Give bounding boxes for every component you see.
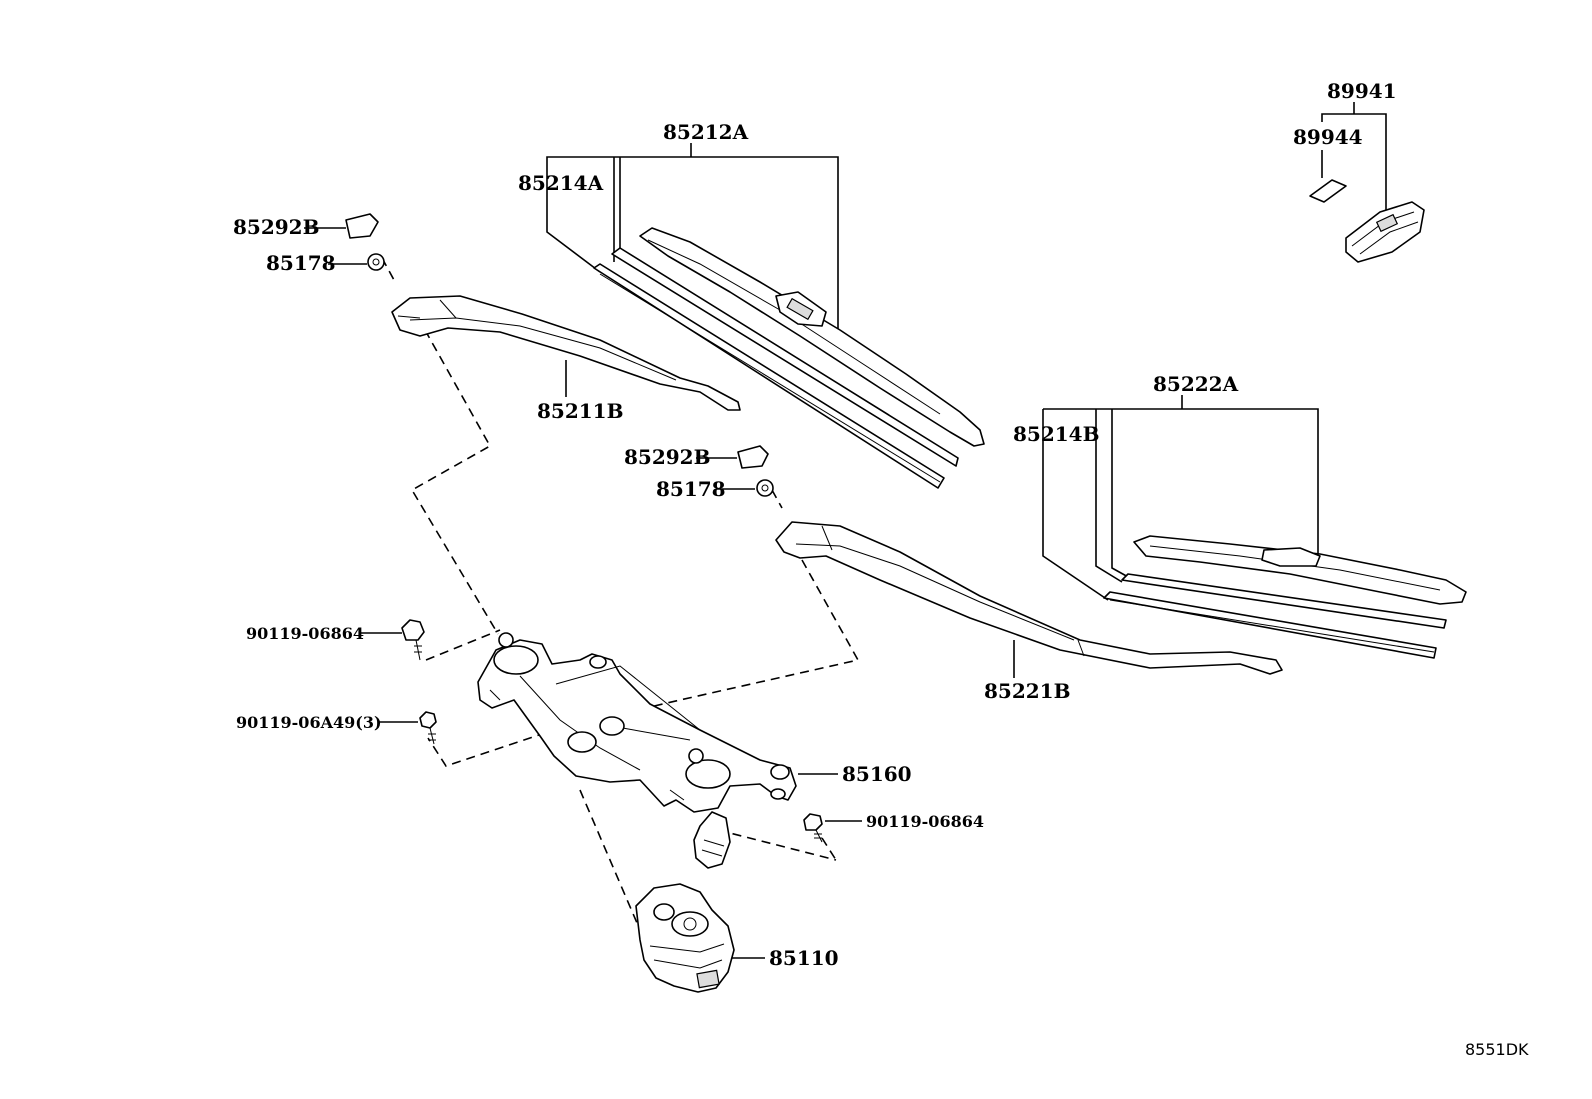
leader-89941 bbox=[1321, 102, 1387, 212]
leader-85222A bbox=[1042, 395, 1319, 601]
assembly-dashed-lines bbox=[381, 257, 860, 931]
part-85160-linkage bbox=[477, 632, 797, 813]
part-85214B-refill bbox=[1103, 591, 1437, 659]
label-85214A: 85214A bbox=[518, 171, 604, 195]
part-85292B-cap-right bbox=[737, 445, 769, 469]
part-85292B-cap-left bbox=[345, 213, 379, 239]
part-85212A-blade bbox=[611, 227, 985, 467]
label-85214B: 85214B bbox=[1013, 422, 1099, 446]
label-85212A: 85212A bbox=[663, 120, 749, 144]
part-motor-crank bbox=[693, 811, 731, 869]
part-85178-nut-left bbox=[367, 253, 385, 271]
part-85221B-arm bbox=[775, 521, 1283, 675]
label-90119-06A49: 90119-06A49(3) bbox=[236, 713, 382, 732]
label-85292B-right: 85292B bbox=[624, 445, 710, 469]
part-bolt-90119-06864-right bbox=[803, 813, 823, 843]
label-85178-left: 85178 bbox=[266, 251, 336, 275]
label-85221B: 85221B bbox=[984, 679, 1070, 703]
diagram-code: 8551DK bbox=[1465, 1040, 1529, 1059]
label-90119-06864-left: 90119-06864 bbox=[246, 624, 364, 643]
label-85222A: 85222A bbox=[1153, 372, 1239, 396]
part-85222A-blade bbox=[1121, 535, 1467, 629]
part-85214A-refill bbox=[593, 263, 945, 489]
part-85110-motor bbox=[635, 883, 735, 993]
label-89944: 89944 bbox=[1293, 125, 1363, 149]
part-85178-nut-right bbox=[756, 479, 774, 497]
label-85211B: 85211B bbox=[537, 399, 623, 423]
label-85110: 85110 bbox=[769, 946, 839, 970]
part-89941-sensor bbox=[1309, 179, 1425, 263]
label-85178-right: 85178 bbox=[656, 477, 726, 501]
part-85211B-arm bbox=[391, 295, 741, 411]
leader-85212A bbox=[546, 143, 839, 332]
label-85160: 85160 bbox=[842, 762, 912, 786]
label-90119-06864-right: 90119-06864 bbox=[866, 812, 984, 831]
label-85292B-left: 85292B bbox=[233, 215, 319, 239]
part-bolt-90119-06A49 bbox=[419, 711, 437, 745]
part-bolt-90119-06864-left bbox=[401, 619, 425, 661]
label-89941: 89941 bbox=[1327, 79, 1397, 103]
